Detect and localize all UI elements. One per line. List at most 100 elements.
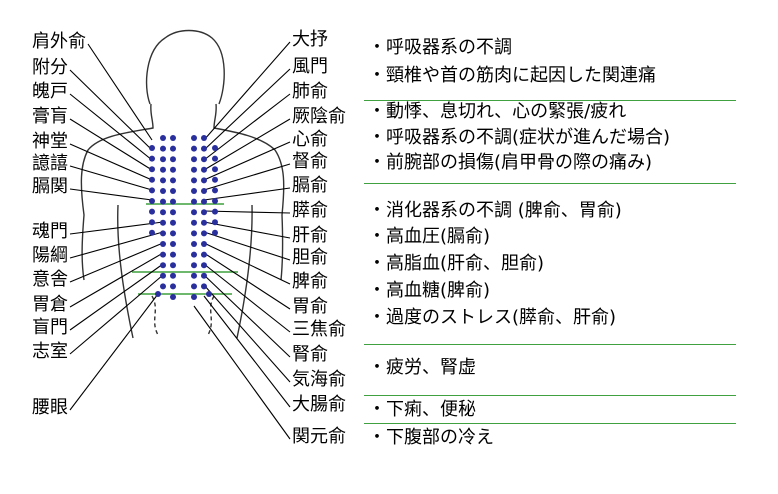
right-point-label: 大腸俞 (292, 394, 346, 415)
effect-text: ・高脂血(肝俞、胆俞) (368, 253, 545, 274)
acupoint-marker (160, 262, 166, 269)
left-point-label: 盲門 (32, 317, 68, 338)
acupoint-marker (191, 272, 197, 279)
acupoint-marker (191, 177, 197, 184)
right-point-label: 肝俞 (292, 225, 328, 246)
acupoint-marker (191, 241, 197, 247)
right-point-label: 胆俞 (292, 247, 328, 268)
acupoint-marker (160, 166, 166, 173)
acupoint-marker (201, 241, 207, 247)
acupoint-marker (191, 294, 197, 300)
acupoint-marker (201, 166, 207, 173)
effect-text: ・呼吸器系の不調(症状が進んだ場合) (368, 127, 671, 148)
acupoint-marker (160, 283, 166, 290)
leader-line (69, 274, 164, 355)
left-point-label: 膏肓 (32, 106, 68, 127)
leader-line (69, 221, 164, 235)
acupoint-marker (191, 188, 197, 194)
acupoint-marker (170, 198, 176, 205)
acupoint-marker (170, 251, 176, 258)
leader-line (203, 210, 291, 214)
effect-text: ・頸椎や首の筋肉に起因した関連痛 (368, 65, 656, 86)
left-point-label: 魄戸 (32, 81, 68, 102)
acupoint-marker (170, 145, 176, 152)
acupoint-marker (212, 145, 218, 151)
acupoint-marker (170, 272, 176, 279)
left-point-label: 胃倉 (32, 294, 68, 315)
acupoint-marker (170, 219, 176, 226)
acupoint-marker (212, 166, 218, 173)
acupoint-marker (149, 219, 155, 226)
acupoint-marker (201, 251, 207, 258)
acupoint-marker (170, 262, 176, 269)
acupoint-marker (212, 176, 218, 183)
acupoint-marker (191, 135, 197, 141)
acupoint-marker (170, 166, 176, 173)
group-separator (364, 100, 736, 101)
acupoint-marker (160, 198, 166, 205)
left-point-label: 膈関 (32, 176, 68, 197)
right-point-label: 肺俞 (292, 81, 328, 102)
leader-line (203, 118, 291, 171)
group-separator (364, 183, 736, 184)
left-point-label: 魂門 (32, 221, 68, 242)
acupoint-marker (160, 230, 166, 237)
acupoint-marker (149, 229, 155, 236)
effect-text: ・過度のストレス(膵俞、肝俞) (368, 307, 617, 328)
left-point-label: 陽綱 (32, 245, 68, 266)
left-point-label: 附分 (32, 57, 68, 78)
effect-text: ・高血糖(脾俞) (368, 280, 491, 301)
acupoint-marker (201, 219, 207, 226)
acupoint-marker (212, 219, 218, 226)
left-point-label: 神堂 (32, 131, 68, 152)
acupoint-marker (191, 230, 197, 237)
acupoint-marker (160, 272, 166, 279)
acupoint-marker (201, 188, 207, 194)
acupoint-marker (160, 145, 166, 152)
right-point-label: 大抒 (292, 29, 328, 50)
acupoint-marker (149, 166, 155, 173)
acupoint-marker (191, 145, 197, 152)
acupoint-marker (170, 283, 176, 290)
right-point-label: 厥陰俞 (292, 106, 346, 127)
leader-line (203, 163, 291, 191)
acupoint-marker (201, 262, 207, 269)
acupoint-marker (170, 294, 176, 300)
leader-line (87, 43, 153, 141)
acupoint-marker (170, 135, 176, 141)
leader-line (203, 295, 291, 408)
effect-text: ・呼吸器系の不調 (368, 37, 512, 58)
effect-text: ・前腕部の損傷(肩甲骨の際の痛み) (368, 152, 653, 173)
leader-line (69, 231, 164, 259)
leader-line (69, 118, 153, 171)
right-point-label: 膵俞 (292, 200, 328, 221)
acupoint-marker (212, 155, 218, 162)
acupoint-marker (201, 145, 207, 152)
acupoint-marker (201, 272, 207, 279)
acupoint-marker (160, 219, 166, 226)
group-separator (364, 395, 736, 396)
acupoint-marker (191, 198, 197, 205)
acupoint-marker (201, 156, 207, 163)
leader-line (193, 305, 291, 440)
leader-line (69, 188, 153, 201)
acupoint-marker (170, 209, 176, 216)
leader-line (203, 41, 291, 141)
acupoint-marker (160, 241, 166, 247)
right-point-label: 膈俞 (292, 175, 328, 196)
acupoint-marker (212, 229, 218, 236)
effect-text: ・動悸、息切れ、心の緊張/疲れ (368, 101, 627, 122)
left-point-label: 腰眼 (32, 397, 68, 418)
acupoint-marker (201, 283, 207, 290)
leader-line (203, 231, 291, 261)
acupoint-marker (149, 176, 155, 183)
right-point-label: 三焦俞 (292, 319, 346, 340)
leader-line (69, 69, 153, 151)
acupoint-marker (149, 198, 155, 204)
acupoint-marker (191, 166, 197, 173)
left-point-label: 肩外俞 (32, 31, 86, 52)
acupoint-marker (191, 251, 197, 258)
acupoint-marker (149, 145, 155, 151)
acupoint-marker (201, 198, 207, 205)
